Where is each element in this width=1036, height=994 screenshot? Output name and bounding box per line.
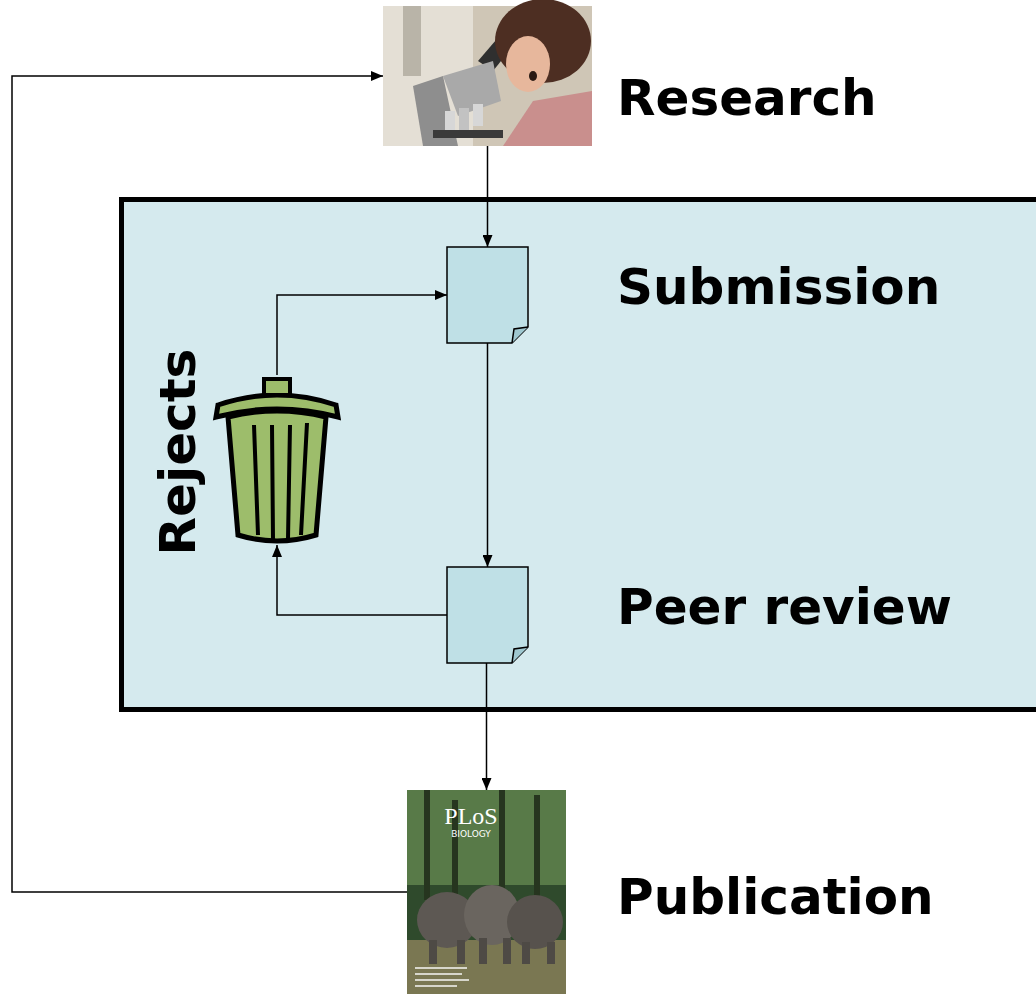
submission-document: Submission [447, 247, 528, 343]
flow-arrow [487, 343, 489, 567]
node-label: Research [617, 71, 877, 126]
flow-arrow [12, 76, 407, 892]
journal-cover [407, 790, 566, 994]
flow-arrow [487, 146, 489, 247]
rejects-trash-can: Rejects [212, 375, 342, 545]
node-label: Peer review [617, 580, 952, 635]
peer-review-document: Peer review [447, 567, 528, 663]
flow-arrow [277, 295, 447, 375]
document-icon [447, 567, 528, 663]
node-label: Publication [617, 870, 934, 925]
research-photo [383, 0, 592, 146]
document-icon [447, 247, 528, 343]
journal-subtitle: BIOLOGY [451, 830, 491, 839]
node-label: Rejects [151, 349, 206, 556]
node-label: Submission [617, 260, 940, 315]
research-photo: Research [383, 6, 592, 146]
flow-arrow [486, 663, 488, 790]
process-band [122, 200, 1036, 710]
journal-title: PLoS [444, 804, 497, 828]
trash-can [216, 379, 338, 541]
flow-arrow [277, 545, 447, 615]
